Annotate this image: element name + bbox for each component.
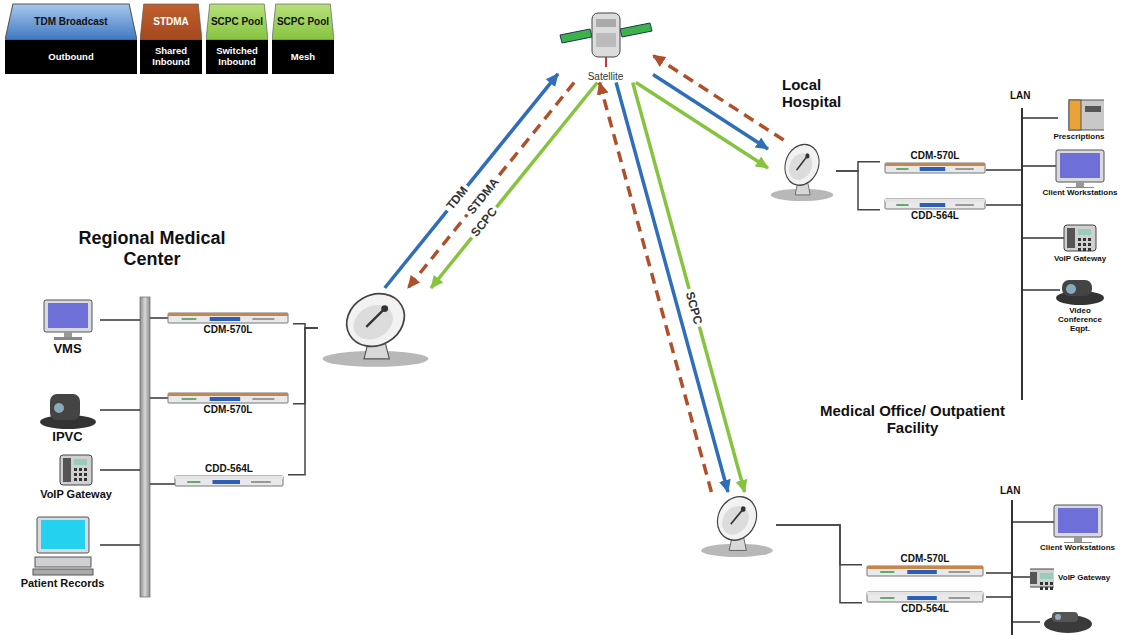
site-dish: Local Hospital — [768, 140, 836, 202]
network-device: VoIP Gateway — [20, 452, 132, 501]
satellite-label: Satellite — [588, 71, 624, 83]
modem-feed-line — [288, 328, 318, 475]
device-label: VoIP Gateway — [1058, 573, 1110, 582]
network-device: VoIP Gateway — [1035, 222, 1125, 263]
satellite-link — [653, 55, 784, 140]
bus-stubs — [100, 108, 1064, 635]
satellite-link — [408, 83, 574, 289]
site-title: Regional Medical Center — [78, 228, 226, 269]
satellite-link — [600, 83, 712, 493]
device-label: Prescriptions — [1053, 132, 1104, 141]
site-dish: Medical Office/ Outpatient Facility — [698, 492, 776, 558]
legend-heading: TDM Broadcast — [30, 16, 111, 28]
legend-heading: SCPC Pool — [273, 16, 333, 28]
network-label: LAN — [1000, 485, 1021, 496]
modem-feed-line — [776, 525, 862, 603]
legend-caption: Shared Inbound — [140, 46, 202, 68]
satellite-link — [633, 83, 745, 493]
network-device: VoIP Gateway — [1030, 566, 1125, 590]
device-label: Video Conference Eqpt. — [1052, 306, 1108, 334]
network-device: VMS — [30, 298, 105, 357]
satellite-link — [431, 83, 597, 289]
site-title: Medical Office/ Outpatient Facility — [810, 402, 1015, 437]
legend-caption: Mesh — [288, 52, 318, 63]
modem-unit: CDM-570L — [862, 553, 988, 577]
model-label: CDM-570L — [204, 404, 253, 416]
modem-unit: CDM-570L — [163, 312, 293, 336]
lan-bus — [140, 297, 150, 597]
satellite-link — [653, 75, 768, 150]
legend-heading: SCPC Pool — [207, 16, 267, 28]
model-label: CDM-570L — [204, 324, 253, 336]
video-camera-icon — [1044, 612, 1092, 633]
modem-unit: CDM-570L — [880, 150, 990, 174]
legend-caption: Outbound — [45, 52, 96, 63]
legend-tab: SCPC PoolSwitched Inbound — [206, 3, 268, 74]
modem-feed-line — [836, 171, 880, 210]
legend-caption: Switched Inbound — [206, 46, 268, 68]
modem-feed-line — [776, 525, 862, 565]
modem-unit: CDD-564L — [170, 463, 288, 487]
model-label: CDM-570L — [901, 553, 950, 565]
satellite-link — [636, 83, 768, 169]
modem-unit: CDM-570L — [163, 392, 293, 416]
satellite-link — [616, 83, 728, 493]
legend-tab: SCPC PoolMesh — [272, 3, 334, 74]
modem-feed-line — [836, 162, 880, 171]
device-label: VoIP Gateway — [40, 488, 112, 501]
legend-tab: STDMA Shared Inbound — [140, 3, 202, 74]
modem-unit: CDD-564L — [880, 198, 990, 222]
network-device: Client Workstations — [1035, 148, 1125, 197]
network-device: Client Workstations — [1030, 503, 1125, 552]
network-device: Patient Records — [5, 515, 120, 590]
modem-unit: CDD-564L — [862, 591, 988, 615]
satellite-node: Satellite — [558, 5, 653, 83]
device-label: VMS — [53, 342, 81, 357]
site-title: Local Hospital — [782, 76, 864, 111]
device-label: Patient Records — [21, 577, 105, 590]
legend-tab: TDM BroadcastOutbound — [5, 3, 137, 74]
site-dish: Regional Medical Center — [318, 288, 433, 368]
model-label: CDD-564L — [205, 463, 253, 475]
model-label: CDM-570L — [911, 150, 960, 162]
satellite-link — [385, 74, 558, 288]
link-label: SCPC — [682, 287, 706, 329]
device-label: Client Workstations — [1043, 188, 1118, 197]
network-label: LAN — [1010, 90, 1031, 101]
legend-heading: STDMA — [149, 16, 193, 28]
network-device: Video Conference Eqpt. — [1035, 276, 1125, 334]
device-label: VoIP Gateway — [1054, 254, 1106, 263]
network-device: Prescriptions — [1035, 98, 1123, 141]
model-label: CDD-564L — [911, 210, 959, 222]
network-device: IPVC — [30, 390, 105, 445]
model-label: CDD-564L — [901, 603, 949, 615]
device-label: Client Workstations — [1040, 543, 1115, 552]
device-label: IPVC — [52, 430, 82, 445]
